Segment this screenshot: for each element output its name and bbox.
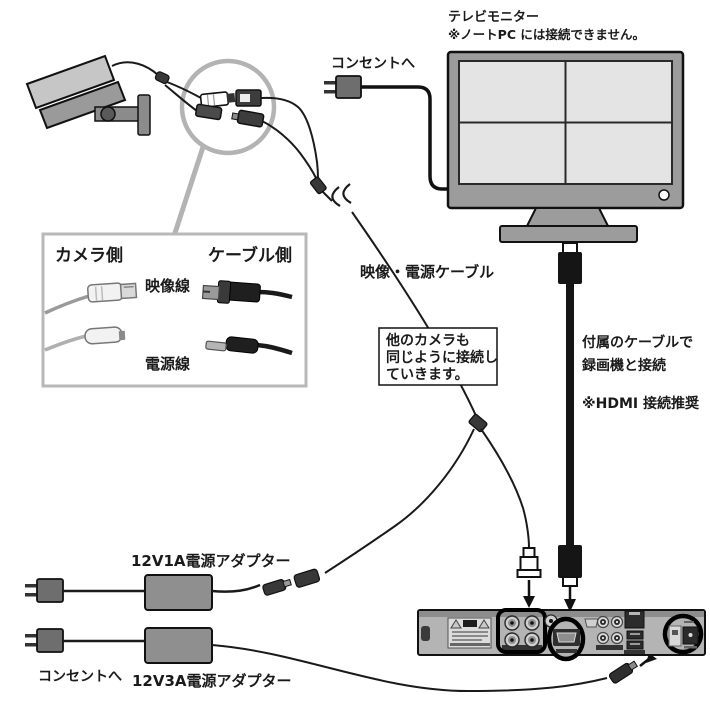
detail-box-power-line-label: 電源線 xyxy=(145,355,190,373)
monitor-power-plug-icon xyxy=(324,75,362,99)
hdmi-note: ※HDMI 接続推奨 xyxy=(582,395,700,412)
bnc-port-center xyxy=(549,619,553,623)
adapter-12v1a-label: 12V1A電源アダプター xyxy=(131,552,291,570)
arrow-down-icon xyxy=(523,596,535,608)
photo-cable-power-connector-icon xyxy=(205,336,293,356)
video-power-cable-line xyxy=(351,211,478,419)
bnc-inputs-highlight-icon xyxy=(496,608,547,654)
rca-ports-icon xyxy=(596,615,624,650)
other-cameras-note-box: 他のカメラも 同じように接続し ていきます。 xyxy=(378,327,498,386)
note-box-line2: 同じように接続し xyxy=(386,349,498,366)
detail-box-video-line-label: 映像線 xyxy=(145,277,190,295)
bnc-port-icon xyxy=(524,632,540,648)
adapter-12v3a-icon xyxy=(25,627,213,664)
camera-side-power-connector-icon xyxy=(194,103,223,121)
recorder-note-line2: 録画機と接続 xyxy=(582,357,666,374)
bnc-plug-icon xyxy=(516,547,542,608)
hdmi-cable-icon xyxy=(558,242,582,612)
adapter-12v3a-label: 12V3A電源アダプター xyxy=(132,672,292,690)
video-power-cable-label: 映像・電源ケーブル xyxy=(360,263,494,281)
camera-side-video-connector-icon xyxy=(199,91,236,109)
note-box-line3: ていきます。 xyxy=(386,367,469,383)
arrow-down-icon xyxy=(564,599,576,612)
outlet-bottom-label: コンセントへ xyxy=(38,669,122,685)
power-branch-cable xyxy=(324,428,475,574)
cable-break-marks xyxy=(331,183,352,207)
cable-junction-icon xyxy=(309,176,327,195)
ethernet-port-icon xyxy=(624,610,645,629)
video-branch-cable xyxy=(480,428,530,549)
cable-side-video-connector-icon xyxy=(235,89,262,107)
cable-side-power-connector-icon xyxy=(231,109,265,128)
tv-monitor-note: ※ノートPC には接続できません。 xyxy=(448,27,645,42)
monitor-power-button-icon xyxy=(658,189,670,201)
recorder-note-line1: 付属のケーブルで xyxy=(582,334,693,351)
cable-junction-icon xyxy=(154,71,170,85)
tv-monitor-icon xyxy=(446,50,685,243)
cable-junction-icon xyxy=(468,413,488,433)
adapter-12v1a-icon xyxy=(25,568,321,611)
photo-camera-power-connector-icon xyxy=(44,326,126,352)
dvr-recorder-icon xyxy=(417,608,706,662)
hdmi-port-highlight-icon xyxy=(546,616,586,662)
photo-camera-video-connector-icon xyxy=(44,282,138,315)
security-camera-icon xyxy=(25,54,151,136)
monitor-power-cable xyxy=(361,85,450,191)
detail-box-cable-side-label: ケーブル側 xyxy=(208,245,292,266)
detail-box-camera-side-label: カメラ側 xyxy=(55,245,123,266)
photo-cable-video-connector-icon xyxy=(201,280,293,304)
power-inlet-highlight-icon xyxy=(662,613,704,655)
bnc-port-icon xyxy=(504,615,520,631)
bnc-port-icon xyxy=(504,632,520,648)
outlet-top-label: コンセントへ xyxy=(331,56,415,72)
tv-monitor-title: テレビモニター xyxy=(448,9,539,25)
warning-label-icon xyxy=(447,617,492,649)
camera-pigtail-cables xyxy=(111,61,202,112)
vga-port-icon xyxy=(584,618,599,628)
cable-merge-lines xyxy=(260,96,333,202)
magnifier-pointer-line xyxy=(171,146,206,237)
bnc-port-icon xyxy=(524,615,540,631)
connector-detail-box: カメラ側 ケーブル側 映像線 電源線 xyxy=(41,232,308,388)
usb-ports-icon xyxy=(624,630,645,654)
note-box-line1: 他のカメラも xyxy=(385,332,470,349)
magnifier-circle-icon xyxy=(179,58,277,156)
